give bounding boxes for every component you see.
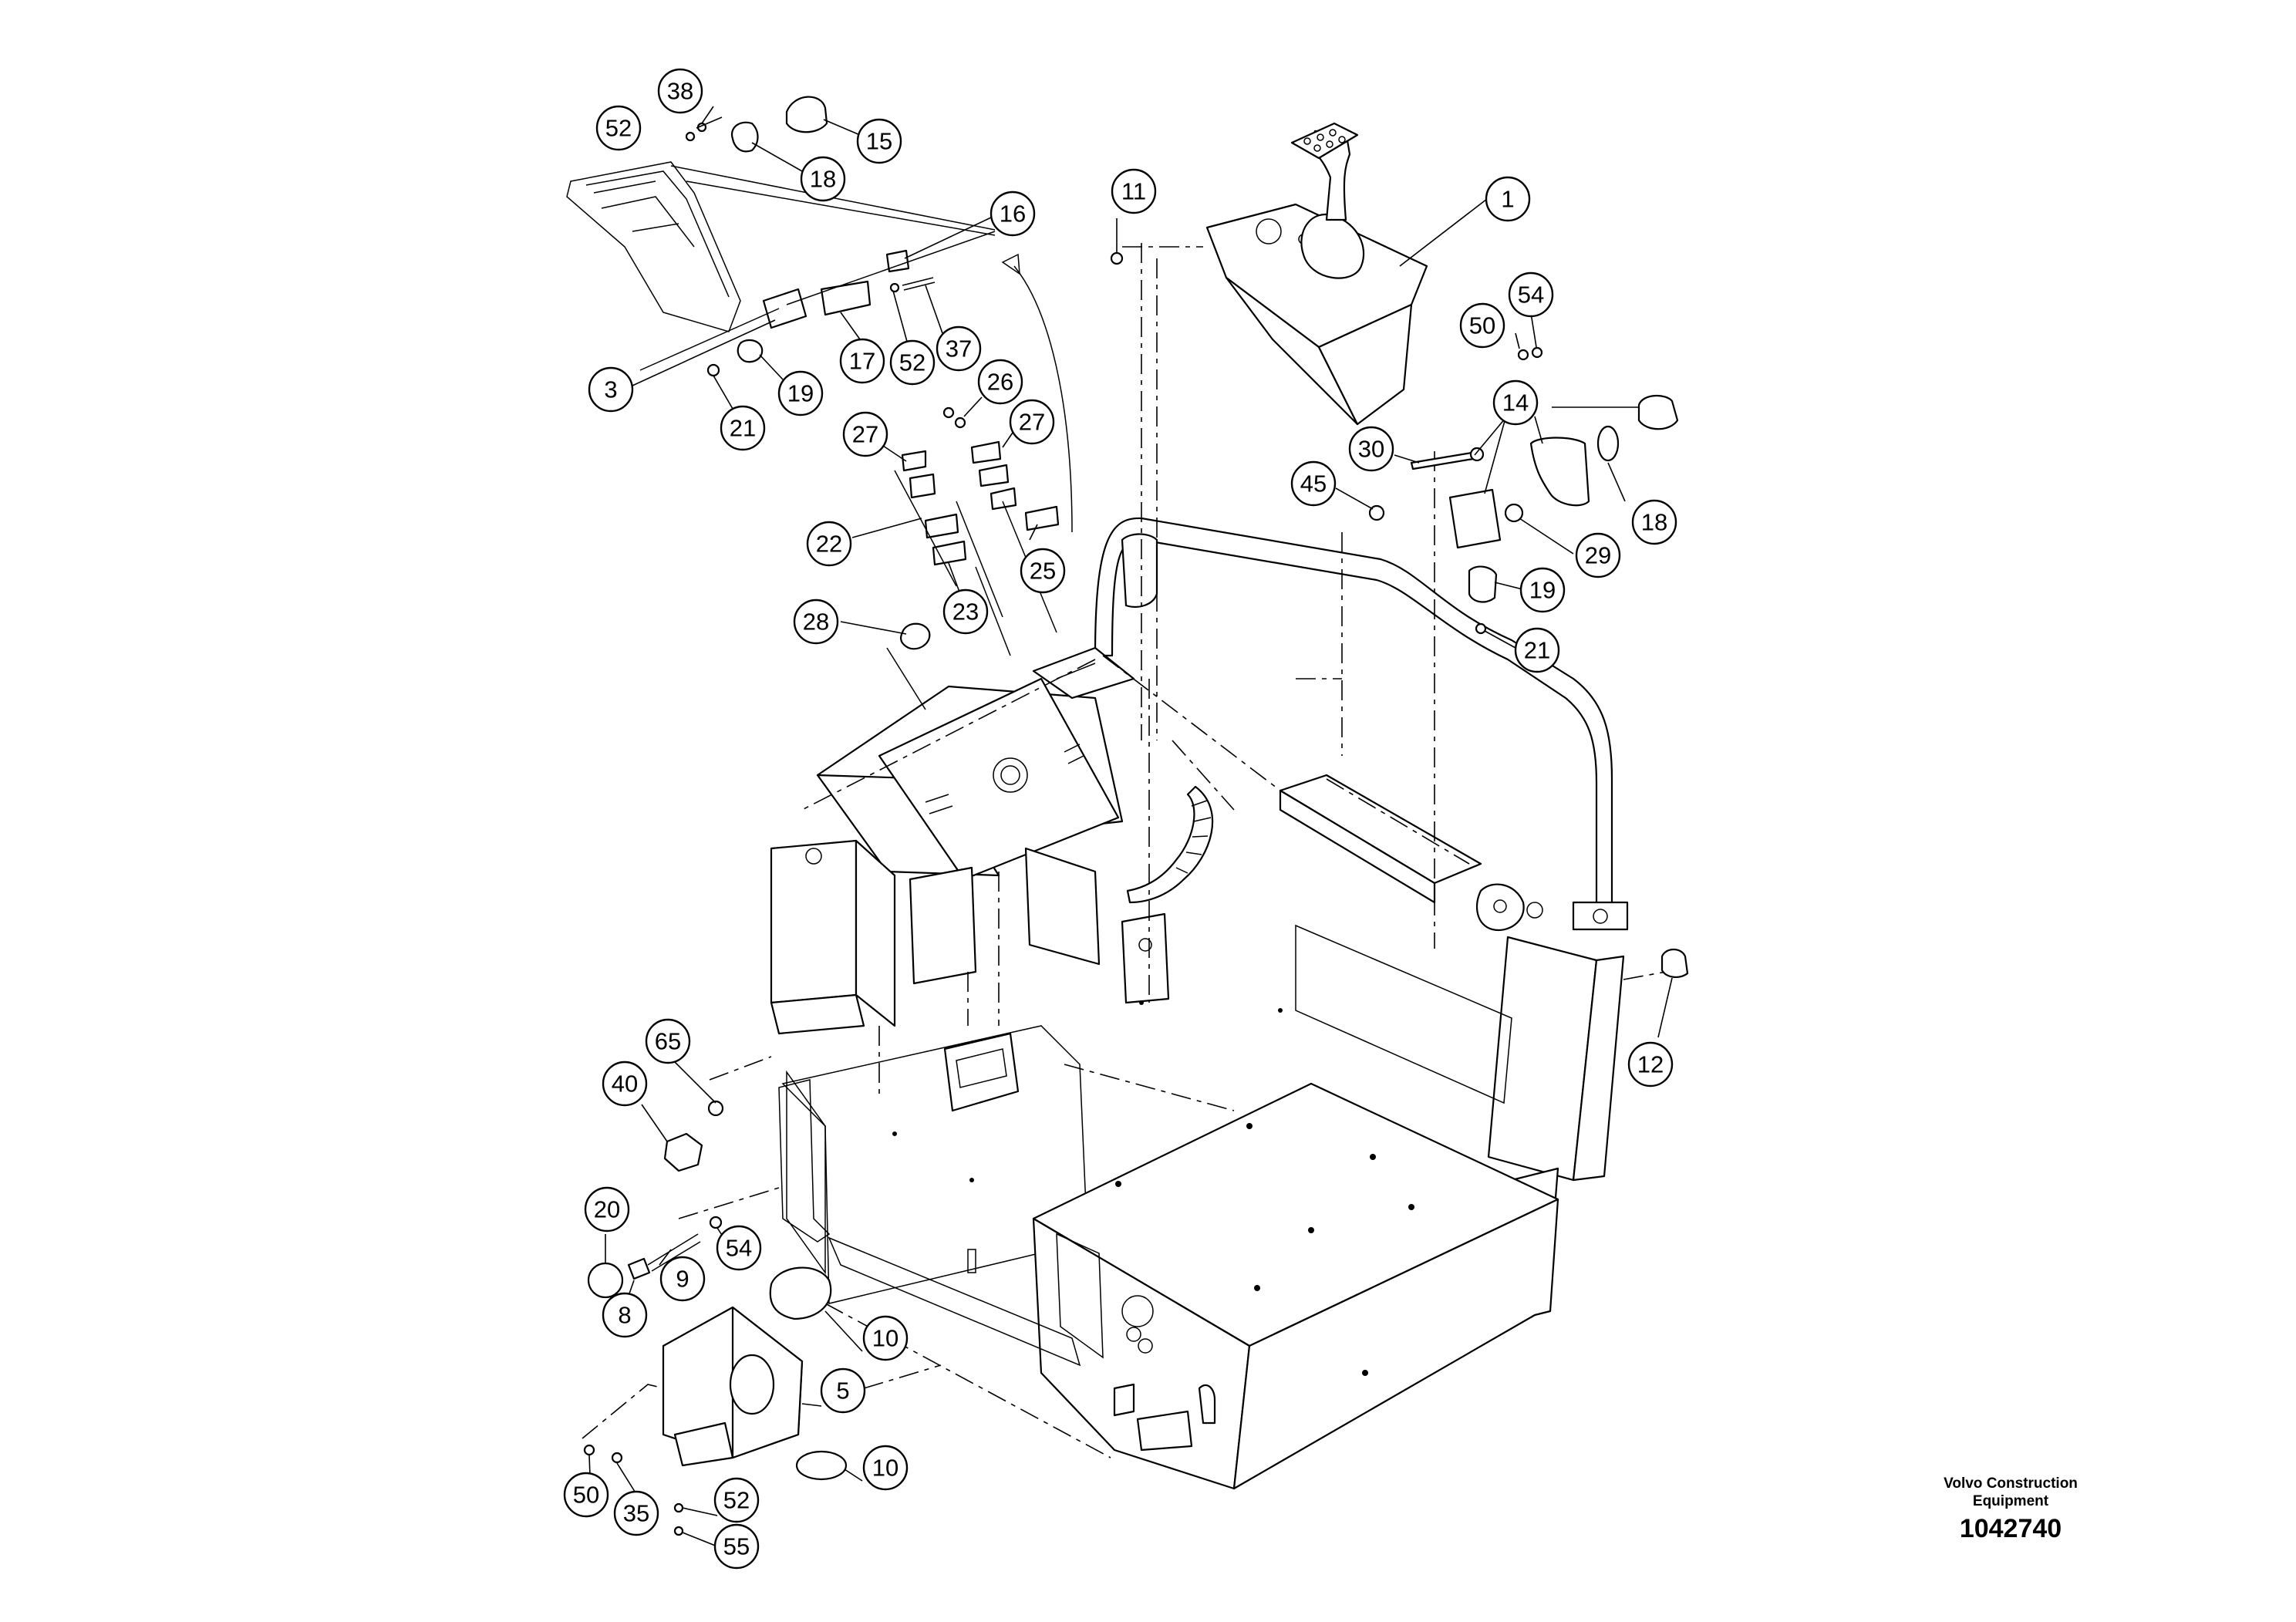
- callout-11: 11: [1111, 168, 1157, 214]
- svg-text:29: 29: [1585, 542, 1611, 569]
- svg-text:10: 10: [872, 1455, 899, 1482]
- callout-19: 19: [1519, 567, 1566, 613]
- callout-22: 22: [806, 521, 852, 567]
- callout-45: 45: [1290, 460, 1337, 507]
- svg-text:14: 14: [1502, 389, 1529, 416]
- callout-5: 5: [820, 1367, 866, 1414]
- svg-text:52: 52: [723, 1487, 750, 1514]
- callout-29: 29: [1575, 532, 1621, 578]
- svg-text:17: 17: [849, 348, 875, 375]
- document-number: 1042740: [1959, 1514, 2062, 1543]
- callout-37: 37: [936, 325, 982, 372]
- callout-12: 12: [1627, 1041, 1674, 1088]
- callout-50: 50: [563, 1472, 609, 1518]
- svg-text:22: 22: [816, 531, 842, 558]
- svg-text:55: 55: [723, 1533, 750, 1560]
- svg-text:8: 8: [618, 1302, 631, 1329]
- svg-text:3: 3: [604, 376, 617, 403]
- callout-50: 50: [1459, 302, 1505, 349]
- svg-text:40: 40: [612, 1071, 638, 1098]
- callout-21: 21: [1514, 627, 1560, 673]
- callout-18: 18: [800, 156, 846, 202]
- callout-54: 54: [716, 1225, 762, 1271]
- svg-text:21: 21: [730, 415, 756, 442]
- svg-text:37: 37: [946, 336, 972, 363]
- svg-text:19: 19: [787, 380, 814, 407]
- callout-27: 27: [1009, 399, 1055, 445]
- callout-15: 15: [856, 118, 902, 164]
- svg-text:28: 28: [803, 609, 829, 636]
- callout-8: 8: [602, 1292, 648, 1338]
- svg-text:18: 18: [1641, 509, 1667, 536]
- brand-caption: Volvo Construction Equipment: [1944, 1475, 2078, 1509]
- callout-27: 27: [842, 411, 888, 457]
- callout-leader-lines: [588, 106, 1673, 1547]
- callout-10: 10: [862, 1315, 909, 1361]
- callout-54: 54: [1508, 271, 1554, 318]
- svg-text:16: 16: [1000, 201, 1026, 228]
- svg-text:52: 52: [899, 349, 925, 376]
- svg-text:19: 19: [1529, 577, 1556, 604]
- svg-text:26: 26: [987, 369, 1013, 396]
- svg-text:30: 30: [1358, 436, 1384, 463]
- svg-text:23: 23: [952, 599, 979, 626]
- svg-text:21: 21: [1524, 637, 1550, 664]
- callout-18: 18: [1631, 499, 1677, 545]
- callout-25: 25: [1020, 548, 1066, 594]
- callout-38: 38: [657, 68, 703, 114]
- svg-text:10: 10: [872, 1325, 899, 1352]
- svg-text:5: 5: [836, 1378, 849, 1404]
- svg-text:50: 50: [1469, 312, 1495, 339]
- callout-1: 1: [1485, 176, 1531, 222]
- callout-9: 9: [659, 1256, 706, 1302]
- callout-40: 40: [602, 1061, 648, 1107]
- callout-14: 14: [1492, 379, 1539, 426]
- callout-26: 26: [977, 359, 1023, 405]
- callout-52: 52: [889, 339, 936, 386]
- callout-55: 55: [713, 1523, 760, 1570]
- callout-35: 35: [613, 1490, 659, 1536]
- callout-65: 65: [645, 1018, 691, 1064]
- svg-text:52: 52: [605, 115, 632, 142]
- callout-30: 30: [1348, 426, 1394, 472]
- svg-text:1: 1: [1501, 186, 1514, 213]
- svg-text:20: 20: [594, 1196, 620, 1223]
- callout-21: 21: [720, 405, 766, 451]
- svg-text:27: 27: [1019, 409, 1045, 436]
- callout-16: 16: [990, 191, 1036, 237]
- svg-text:9: 9: [676, 1266, 689, 1293]
- svg-text:12: 12: [1637, 1051, 1664, 1078]
- svg-text:27: 27: [852, 421, 878, 448]
- svg-text:38: 38: [667, 78, 693, 105]
- callout-19: 19: [777, 370, 824, 416]
- svg-text:45: 45: [1300, 470, 1327, 497]
- svg-text:18: 18: [810, 166, 836, 193]
- svg-text:15: 15: [866, 128, 892, 155]
- callout-17: 17: [839, 338, 885, 384]
- svg-text:65: 65: [655, 1028, 681, 1055]
- svg-text:25: 25: [1030, 558, 1056, 585]
- svg-text:54: 54: [726, 1235, 752, 1262]
- cab-frame-assembly: [566, 96, 1689, 1536]
- svg-text:54: 54: [1518, 282, 1544, 309]
- svg-text:50: 50: [573, 1482, 599, 1509]
- callout-3: 3: [588, 366, 634, 413]
- callout-52: 52: [713, 1477, 760, 1523]
- svg-text:35: 35: [623, 1500, 649, 1527]
- callout-20: 20: [584, 1186, 630, 1233]
- svg-text:11: 11: [1121, 178, 1146, 205]
- callout-52: 52: [595, 105, 642, 151]
- callout-28: 28: [793, 599, 839, 645]
- callout-23: 23: [942, 588, 989, 635]
- callout-10: 10: [862, 1445, 909, 1491]
